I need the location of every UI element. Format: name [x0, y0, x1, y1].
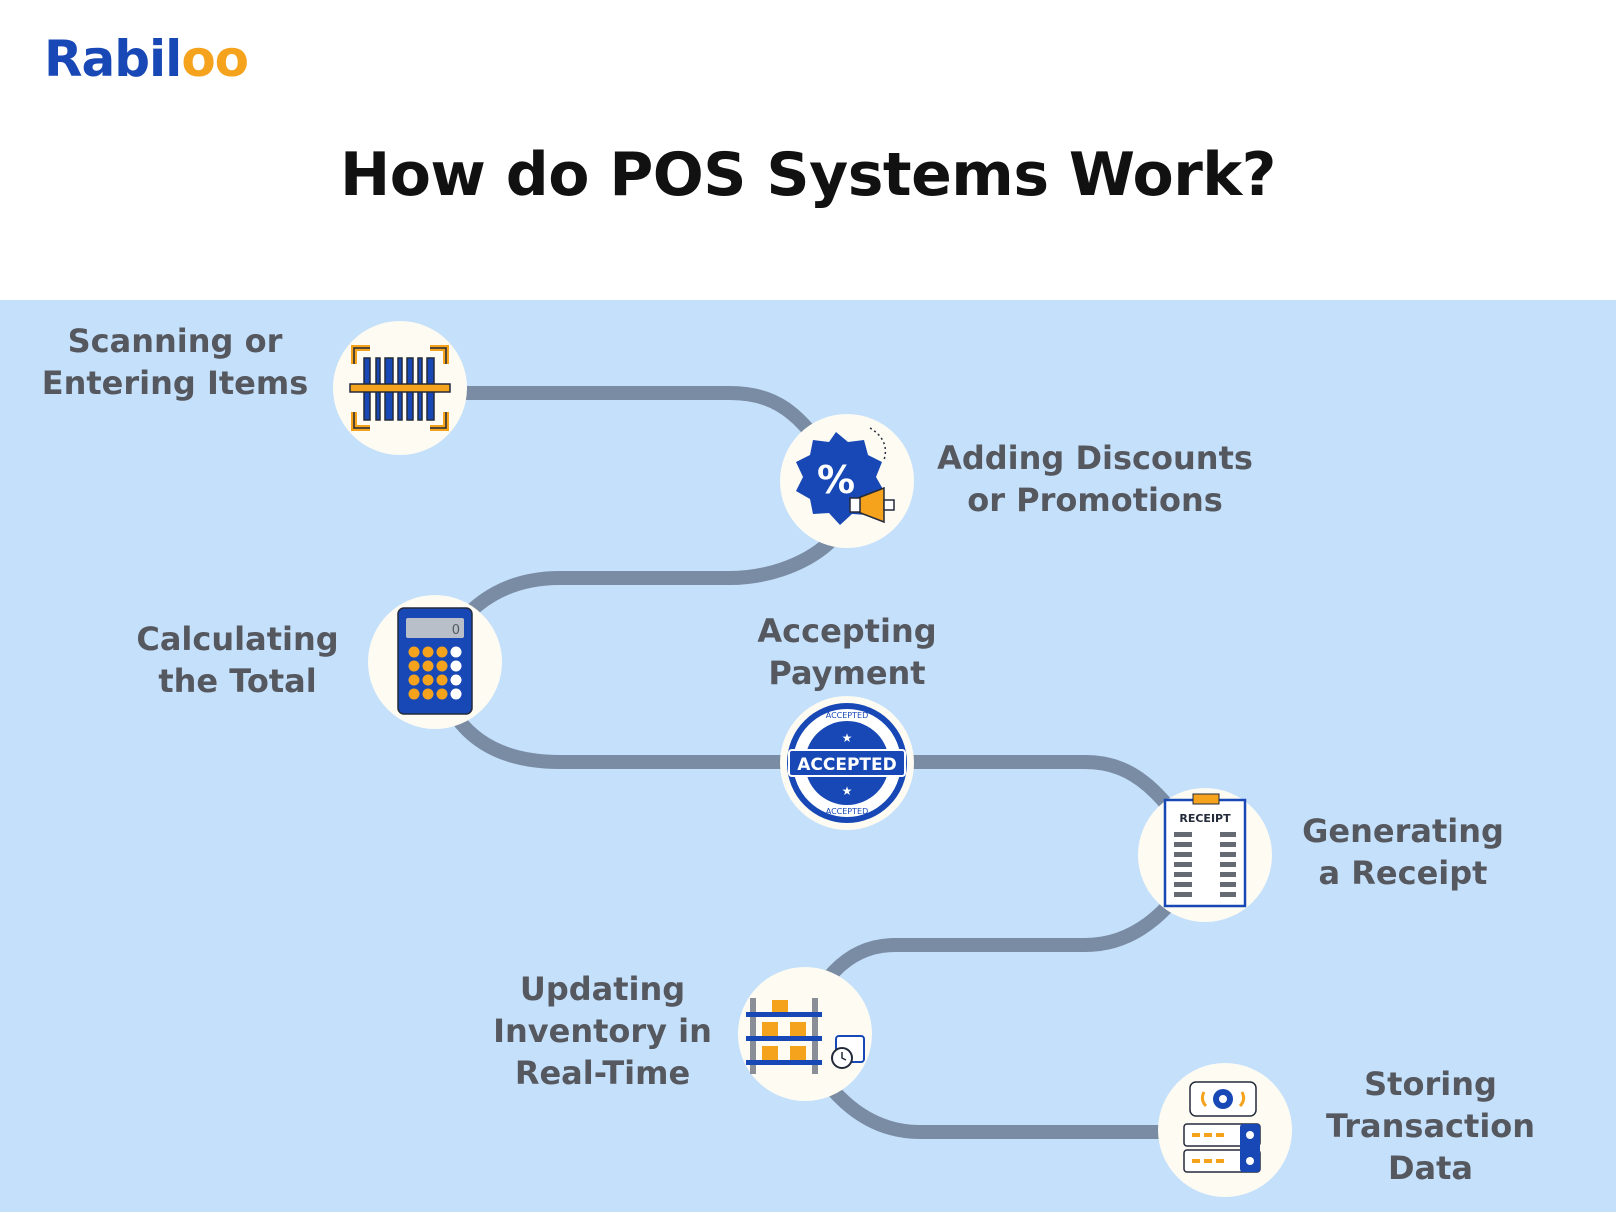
stamp-ring-text-top: ACCEPTED [826, 711, 868, 720]
calculator-key [408, 674, 420, 686]
calculator-key [422, 688, 434, 700]
calculator-icon: 0 [397, 607, 473, 715]
step-node-inventory [738, 967, 872, 1101]
step-node-calculating: 0 [368, 595, 502, 729]
page-title: How do POS Systems Work? [340, 140, 1277, 210]
calculator-key [422, 674, 434, 686]
calculator-key [436, 674, 448, 686]
calculator-key [436, 660, 448, 672]
step-label-calculating: Calculating the Total [136, 620, 339, 700]
step-label-discounts: Adding Discounts or Promotions [937, 439, 1253, 519]
receipt-line [1220, 852, 1236, 857]
receipt-line [1174, 832, 1192, 837]
receipt-icon: RECEIPT [1163, 793, 1247, 908]
receipt-line [1174, 852, 1192, 857]
receipt-title: RECEIPT [1179, 812, 1231, 825]
receipt-line [1174, 842, 1192, 847]
accepted-stamp-icon: ACCEPTED ACCEPTED ACCEPTED ★ ★ [787, 703, 907, 823]
calculator-key [436, 688, 448, 700]
receipt-line [1220, 832, 1236, 837]
calculator-key [422, 646, 434, 658]
calculator-display: 0 [452, 623, 460, 638]
receipt-line [1220, 842, 1236, 847]
step-node-payment: ACCEPTED ACCEPTED ACCEPTED ★ ★ [780, 696, 914, 830]
step-label-scanning: Scanning or Entering Items [41, 322, 309, 402]
step-node-discounts: % [780, 414, 914, 548]
step-label-receipt: Generating a Receipt [1302, 812, 1504, 892]
logo-text-accent: oo [181, 30, 249, 88]
svg-text:★: ★ [842, 784, 853, 798]
calculator-key [450, 688, 462, 700]
stamp-ring-text-bottom: ACCEPTED [826, 807, 868, 816]
receipt-line [1174, 872, 1192, 877]
logo-text-main: Rabil [44, 30, 182, 88]
calculator-key [450, 660, 462, 672]
receipt-line [1174, 862, 1192, 867]
calculator-key [436, 646, 448, 658]
server-storage-icon [1183, 1081, 1261, 1173]
step-label-payment: Accepting Payment [757, 612, 937, 692]
svg-text:★: ★ [842, 731, 853, 745]
step-node-scanning [333, 321, 467, 455]
svg-text:%: % [817, 458, 855, 502]
calculator-key [408, 660, 420, 672]
step-node-receipt: RECEIPT [1138, 788, 1272, 922]
receipt-line [1220, 872, 1236, 877]
step-node-storing [1158, 1063, 1292, 1197]
receipt-line [1174, 892, 1192, 897]
calculator-key [450, 674, 462, 686]
receipt-line [1220, 862, 1236, 867]
step-label-inventory: Updating Inventory in Real-Time [493, 970, 712, 1092]
calculator-key [422, 660, 434, 672]
brand-logo: Rabiloo [44, 30, 249, 88]
step-label-storing: Storing Transaction Data [1325, 1065, 1536, 1187]
stamp-main-text: ACCEPTED [797, 755, 897, 775]
receipt-line [1220, 892, 1236, 897]
calculator-key [408, 646, 420, 658]
receipt-line [1174, 882, 1192, 887]
receipt-line [1220, 882, 1236, 887]
calculator-key [408, 688, 420, 700]
calculator-key [450, 646, 462, 658]
discount-megaphone-icon: % [796, 427, 895, 525]
inventory-shelf-icon [746, 998, 865, 1074]
